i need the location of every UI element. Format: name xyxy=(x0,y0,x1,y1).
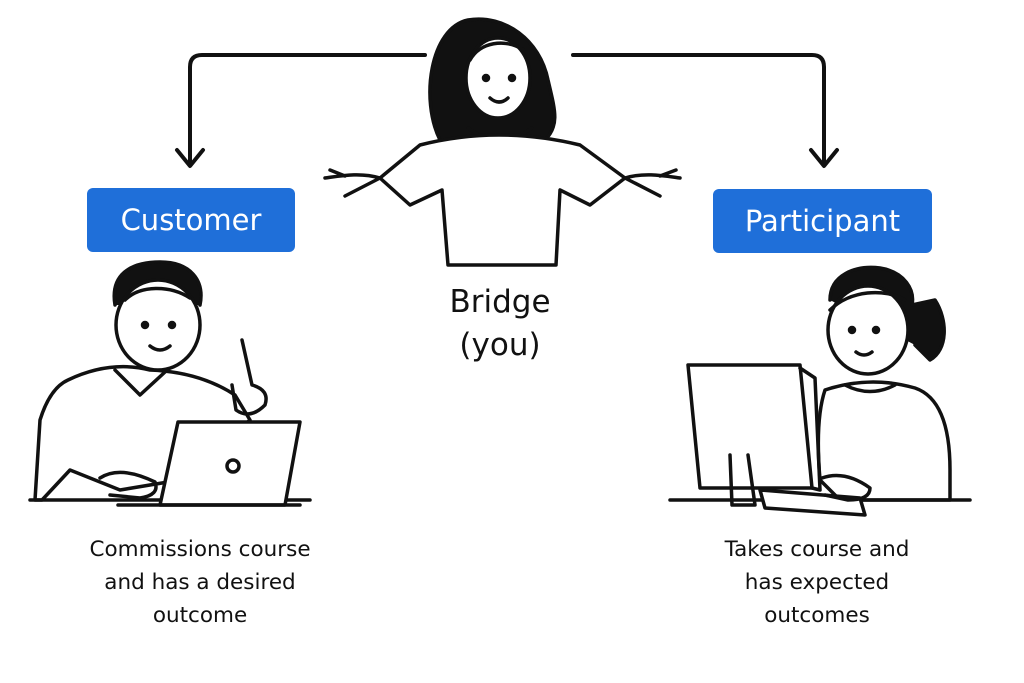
participant-description-line: has expected xyxy=(744,570,890,595)
arrow-to-customer xyxy=(175,53,427,168)
arrow-down-icon xyxy=(175,148,205,168)
customer-badge: Customer xyxy=(87,188,295,252)
participant-description-line: outcomes xyxy=(764,603,870,628)
customer-laptop-person-icon xyxy=(28,260,312,507)
arrow-down-icon xyxy=(809,148,839,168)
participant-badge: Participant xyxy=(713,189,932,253)
bridge-person-icon xyxy=(323,17,682,267)
arrow-to-participant xyxy=(571,53,839,168)
participant-description-line: Takes course and xyxy=(724,537,910,562)
participant-desktop-person-icon xyxy=(668,265,972,517)
bridge-label: Bridge xyxy=(449,284,551,320)
customer-description-line: and has a desired xyxy=(104,570,296,595)
customer-description-line: Commissions course xyxy=(89,537,311,562)
customer-description: Commissions course and has a desired out… xyxy=(40,533,360,632)
bridge-sublabel: (you) xyxy=(459,327,541,363)
participant-description: Takes course and has expected outcomes xyxy=(657,533,977,632)
customer-description-line: outcome xyxy=(152,603,248,628)
